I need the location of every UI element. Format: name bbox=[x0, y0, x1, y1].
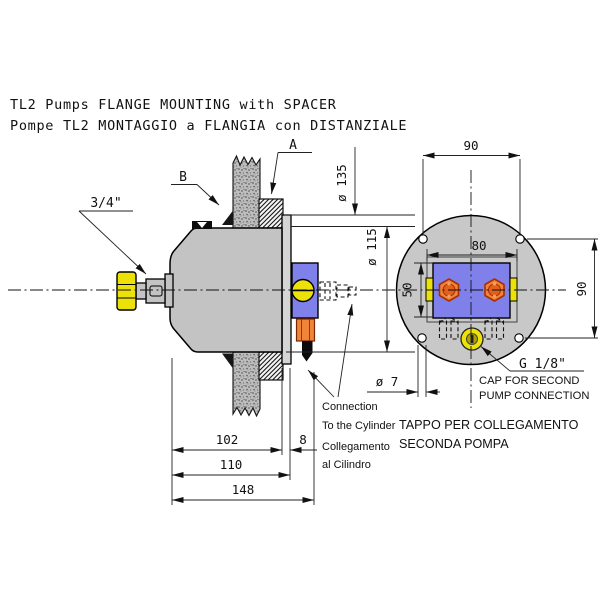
cylinder-note-en-2: To the Cylinder bbox=[322, 420, 396, 432]
shaft-keyway bbox=[149, 285, 163, 297]
hidden-fitting-tip bbox=[348, 286, 357, 296]
hidden-slots-right bbox=[484, 317, 505, 340]
label-b: B bbox=[179, 170, 187, 185]
label-cap-thread: G 1/8" bbox=[519, 357, 566, 372]
gasket-wedge-top bbox=[222, 210, 233, 225]
dim-dia7: ø 7 bbox=[376, 374, 399, 389]
side-view bbox=[116, 154, 357, 418]
cap-note-en-2: PUMP CONNECTION bbox=[479, 390, 589, 402]
cap-note-it-2: SECONDA POMPA bbox=[399, 437, 509, 451]
gasket-wedge-bottom bbox=[222, 353, 233, 369]
shaft-stem bbox=[135, 282, 147, 300]
dim-80: 80 bbox=[471, 238, 486, 253]
hose-pipe bbox=[302, 341, 313, 362]
cylinder-note-en-1: Connection bbox=[322, 401, 378, 413]
side-tab-left bbox=[425, 277, 434, 302]
dim-148: 148 bbox=[232, 482, 255, 497]
cap-note-en-1: CAP FOR SECOND bbox=[479, 375, 580, 387]
spacer-hatch-bottom bbox=[258, 351, 284, 381]
flange-plate bbox=[281, 214, 292, 365]
hidden-slots-left bbox=[438, 317, 459, 340]
pump-body bbox=[169, 227, 283, 353]
hidden-fitting-2 bbox=[336, 284, 349, 298]
helm-knob bbox=[116, 271, 137, 311]
hidden-fitting-1 bbox=[319, 281, 337, 301]
dim-50: 50 bbox=[400, 282, 415, 297]
screw-hole bbox=[515, 234, 525, 244]
cylinder-leader-2 bbox=[337, 303, 354, 398]
dim-90-right: 90 bbox=[574, 281, 589, 296]
annotations: TL2 Pumps FLANGE MOUNTING with SPACER Po… bbox=[10, 97, 589, 471]
dim-110: 110 bbox=[220, 457, 243, 472]
shaft-collar bbox=[164, 273, 174, 308]
dim-dia135: ø 135 bbox=[334, 164, 349, 202]
label-a: A bbox=[289, 138, 297, 153]
screw-hole bbox=[514, 333, 524, 343]
spacer-hatch-top bbox=[258, 198, 284, 229]
side-tab-right bbox=[509, 277, 518, 302]
label-shaft-size: 3/4" bbox=[90, 196, 121, 211]
leaders-and-labels: A B 3/4" G 1/8" bbox=[78, 138, 584, 398]
hose-fitting bbox=[295, 318, 316, 342]
dimensions: 102 110 148 8 ø 135 ø 115 90 80 50 90 bbox=[171, 138, 598, 505]
dim-8: 8 bbox=[299, 432, 307, 447]
drawing-title-en: TL2 Pumps FLANGE MOUNTING with SPACER bbox=[10, 97, 337, 113]
cap-note-it-1: TAPPO PER COLLEGAMENTO bbox=[399, 418, 579, 432]
dim-90-top: 90 bbox=[463, 138, 478, 153]
screw-hole bbox=[418, 234, 428, 244]
filler-cap-notch bbox=[197, 222, 207, 228]
second-pump-cap bbox=[460, 327, 484, 351]
cylinder-note-it-1: Collegamento bbox=[322, 441, 390, 453]
screw-hole bbox=[417, 333, 427, 343]
cylinder-note-it-2: al Cilindro bbox=[322, 459, 371, 471]
cylinder-leader-1 bbox=[307, 369, 335, 398]
drawing-title-it: Pompe TL2 MONTAGGIO a FLANGIA con DISTAN… bbox=[10, 118, 407, 134]
dim-dia115: ø 115 bbox=[364, 228, 379, 266]
dim-102: 102 bbox=[216, 432, 239, 447]
